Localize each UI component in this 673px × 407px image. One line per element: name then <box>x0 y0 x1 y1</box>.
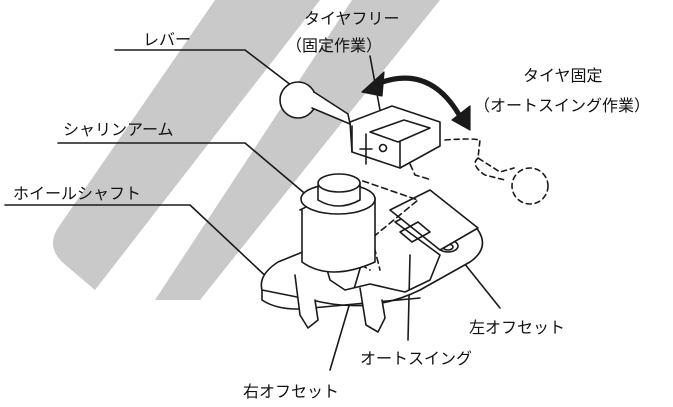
lever-clamp-block <box>349 105 441 169</box>
label-tire-free: タイヤフリー <box>304 9 400 28</box>
watermark-stripe-left <box>52 0 320 290</box>
lever-alt-position <box>444 138 549 205</box>
label-lever: レバー <box>143 30 192 49</box>
leader-lever <box>114 49 301 93</box>
leader-wheel-shaft <box>4 204 273 283</box>
lever-clamp-face <box>351 125 401 169</box>
label-auto-swing: オートスイング <box>360 349 473 368</box>
wheel-shaft-column <box>301 197 376 273</box>
shaling-arm-boss-top <box>317 173 361 193</box>
leader-auto-swing <box>407 254 411 341</box>
lever-assembly <box>279 81 441 169</box>
leader-left-offset <box>459 257 501 309</box>
label-shaling-arm: シャリンアーム <box>63 120 174 139</box>
rotation-arrowhead-left <box>361 71 385 97</box>
label-left-offset: 左オフセット <box>469 318 566 337</box>
lever-pin <box>378 143 388 153</box>
leader-shaling-arm <box>57 142 323 209</box>
rotation-arrow <box>369 75 465 123</box>
label-right-offset: 右オフセット <box>243 382 340 401</box>
base-foot-left <box>294 274 319 329</box>
watermark-stripes <box>52 0 440 300</box>
offset-slot <box>399 221 431 243</box>
label-fixed-work: （固定作業） <box>286 36 383 55</box>
lever-knob <box>279 81 317 119</box>
lever-mark <box>359 133 373 165</box>
lever-clamp-slot <box>369 119 431 143</box>
base-foot-right <box>359 287 386 333</box>
watermark-stripe-right <box>155 0 440 300</box>
label-wheel-shaft: ホイールシャフト <box>13 184 142 203</box>
rotation-arrowhead-right <box>451 105 471 131</box>
label-auto-swing-work: （オートスイング作業） <box>474 96 651 115</box>
label-tire-fixed: タイヤ固定 <box>523 66 603 85</box>
lever-stem <box>311 91 351 125</box>
